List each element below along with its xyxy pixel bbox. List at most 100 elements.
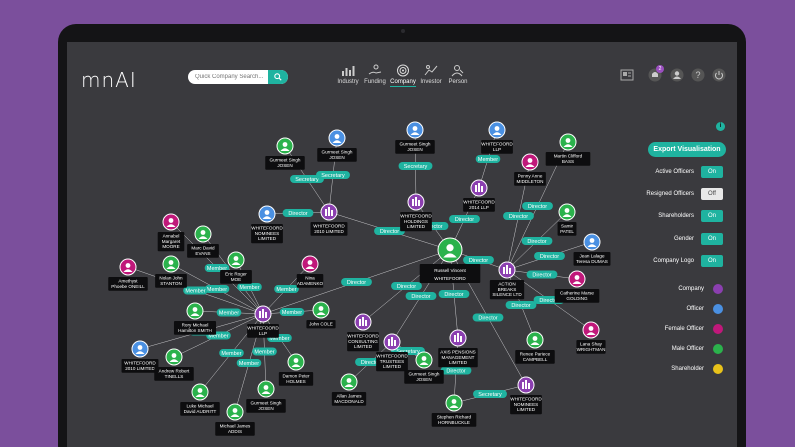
edge-label-text: Member [219, 311, 239, 317]
node-label: Marc David [191, 245, 215, 250]
node-label: Penny Anne [518, 173, 543, 178]
search-input[interactable] [188, 70, 288, 84]
edge-label: Member [274, 285, 299, 293]
user-icon[interactable] [670, 68, 684, 82]
person-icon [316, 306, 326, 315]
building-icon [454, 333, 462, 342]
node-label: JOSEN [258, 406, 273, 411]
edge-label-text: Director [446, 369, 465, 375]
nav-person[interactable]: Person [438, 64, 478, 85]
node-label: LIMITED [449, 360, 468, 365]
help-icon[interactable]: ? [691, 68, 705, 82]
search-button[interactable] [268, 70, 288, 84]
toggle-active-officers[interactable]: On [701, 166, 723, 178]
graph-node-johncole[interactable]: John COLE [306, 301, 336, 329]
edge-label-text: Member [269, 336, 289, 342]
building-icon [388, 337, 396, 346]
person-icon [563, 138, 573, 147]
edge-label-text: Director [509, 214, 528, 220]
toggle-resigned-officers[interactable]: Off [701, 188, 723, 200]
edge-label-text: Director [288, 211, 307, 217]
nav-funding-label: Funding [364, 79, 386, 85]
node-label: JOSEN [416, 377, 431, 382]
edge-label: Director [503, 212, 534, 220]
node-label: Rory Michael [182, 322, 209, 327]
edge-label-text: Director [527, 239, 546, 245]
edge-label: Director [526, 270, 558, 279]
svg-text:?: ? [695, 70, 700, 80]
nav-investor[interactable]: Investor [411, 64, 451, 85]
edge-label-text: Secretary [478, 392, 502, 398]
person-icon [443, 244, 457, 258]
node-label: WHITEFOORD [400, 213, 432, 218]
nav-company[interactable]: Company [383, 64, 423, 87]
edge-label-text: Director [469, 258, 488, 264]
node-label: Damon Peter [282, 373, 310, 378]
edge-label: Director [463, 256, 494, 264]
edge-label-text: Member [221, 351, 241, 357]
power-icon[interactable] [712, 68, 726, 82]
dashboard-icon[interactable] [620, 68, 634, 82]
nav-funding[interactable]: Funding [355, 64, 395, 85]
toggle-label-company-logo: Company Logo [653, 258, 694, 264]
info-icon[interactable]: i [716, 122, 725, 131]
edge-label: Director [440, 366, 472, 375]
toggle-company-logo[interactable]: On [701, 255, 723, 267]
building-icon [359, 317, 367, 326]
node-label: LIMITED [517, 407, 536, 412]
toggle-shareholders[interactable]: On [701, 210, 723, 222]
edge-label-text: Secretary [295, 177, 319, 183]
toggle-gender[interactable]: On [701, 233, 723, 245]
node-label: Jean Lalage [579, 253, 604, 258]
node-label: BASS [562, 159, 574, 164]
export-visualisation-button[interactable]: Export Visualisation [648, 142, 726, 157]
node-label: LLP [259, 331, 267, 336]
network-graph[interactable]: SecretarySecretarySecretaryMemberDirecto… [67, 42, 637, 447]
building-icon [475, 183, 483, 192]
node-label: NOMINEES [255, 231, 280, 236]
node-label: ACTION [498, 281, 515, 286]
nav-industry[interactable]: Industry [328, 64, 368, 85]
node-label: WHITEFOORD [251, 225, 283, 230]
node-label: Lana Shay [580, 341, 603, 346]
node-label: Annabel [163, 233, 180, 238]
